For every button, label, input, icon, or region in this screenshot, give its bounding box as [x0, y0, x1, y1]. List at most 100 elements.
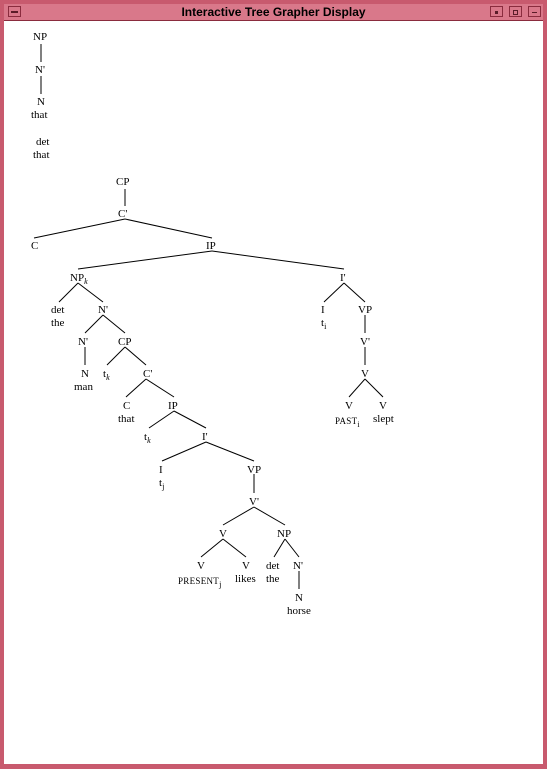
trace-t-k-2-label: t	[144, 431, 148, 443]
node-vbar-2[interactable]: V'	[249, 496, 259, 508]
node-c-2[interactable]: C	[123, 400, 131, 412]
node-v-past[interactable]: V	[345, 400, 353, 412]
trace-t-k-label: t	[103, 368, 107, 380]
node-vp-1[interactable]: VP	[358, 304, 373, 316]
edge	[348, 378, 366, 398]
node-n-horse[interactable]: N	[295, 592, 303, 604]
word-likes[interactable]: likes	[235, 573, 256, 585]
edge	[253, 506, 286, 526]
trace-t-i-label: t	[321, 317, 325, 329]
edge	[84, 314, 104, 334]
edge	[77, 250, 213, 270]
word-that-3[interactable]: that	[118, 413, 135, 425]
edge	[148, 410, 175, 429]
edge	[124, 218, 213, 239]
close-icon	[532, 12, 537, 13]
trace-t-j-sub: j	[162, 482, 165, 491]
trace-t-k-2[interactable]: tk	[144, 431, 151, 445]
trace-t-j-label: t	[159, 477, 163, 489]
node-ibar-2[interactable]: I'	[202, 431, 208, 443]
word-slept[interactable]: slept	[373, 413, 394, 425]
trace-t-k[interactable]: tk	[103, 368, 110, 382]
edge	[145, 378, 175, 398]
minimize-icon	[495, 11, 498, 14]
trace-t-j[interactable]: tj	[159, 477, 165, 491]
menu-bar-icon	[11, 11, 18, 13]
edge	[77, 282, 104, 303]
node-v-1[interactable]: V	[361, 368, 369, 380]
word-man[interactable]: man	[74, 381, 93, 393]
title-bar[interactable]: Interactive Tree Grapher Display	[4, 4, 543, 21]
node-i-2[interactable]: I	[159, 464, 163, 476]
edge	[284, 538, 300, 558]
node-np-k[interactable]: NPk	[70, 272, 88, 286]
window-title: Interactive Tree Grapher Display	[181, 5, 366, 19]
node-ibar[interactable]: I'	[340, 272, 346, 284]
word-that-2[interactable]: that	[33, 149, 50, 161]
node-nbar[interactable]: N'	[35, 64, 45, 76]
word-the[interactable]: the	[51, 317, 65, 329]
edge	[273, 538, 286, 558]
edge	[222, 506, 255, 526]
minimize-button[interactable]	[490, 6, 503, 17]
node-np[interactable]: NP	[33, 31, 48, 43]
edge	[200, 538, 224, 558]
node-ip[interactable]: IP	[206, 240, 216, 252]
edge	[125, 378, 147, 398]
trace-t-k-2-sub: k	[147, 436, 151, 445]
word-that[interactable]: that	[31, 109, 48, 121]
tree-canvas: NP N' N that det that CP C' C IP NPk I' …	[4, 21, 543, 764]
edge	[323, 282, 345, 303]
node-v-present[interactable]: V	[197, 560, 205, 572]
trace-t-k-sub: k	[106, 373, 110, 382]
node-c[interactable]: C	[31, 240, 39, 252]
node-ip-2[interactable]: IP	[168, 400, 178, 412]
edge	[173, 410, 207, 429]
edge	[161, 441, 207, 462]
node-nbar-1[interactable]: N'	[98, 304, 108, 316]
node-vp-2[interactable]: VP	[247, 464, 262, 476]
maximize-button[interactable]	[509, 6, 522, 17]
node-det[interactable]: det	[36, 136, 50, 148]
node-vbar-1[interactable]: V'	[360, 336, 370, 348]
word-the-2[interactable]: the	[266, 573, 280, 585]
node-i[interactable]: I	[321, 304, 325, 316]
edge	[222, 538, 247, 558]
node-det-the[interactable]: det	[51, 304, 65, 316]
node-cbar[interactable]: C'	[118, 208, 128, 220]
tree-edges	[33, 44, 384, 589]
word-past[interactable]: PASTi	[335, 415, 360, 429]
edge	[211, 250, 345, 270]
edge	[343, 282, 366, 303]
node-v-slept[interactable]: V	[379, 400, 387, 412]
node-np-2[interactable]: NP	[277, 528, 292, 540]
node-v-likes[interactable]: V	[242, 560, 250, 572]
word-present[interactable]: PRESENTj	[178, 575, 222, 589]
trace-t-i[interactable]: ti	[321, 317, 327, 331]
node-n-man[interactable]: N	[81, 368, 89, 380]
word-present-sub: j	[219, 580, 222, 589]
node-nbar-2[interactable]: N'	[78, 336, 88, 348]
node-nbar-3[interactable]: N'	[293, 560, 303, 572]
node-np-k-label: NP	[70, 272, 85, 284]
window-menu-button[interactable]	[8, 6, 21, 17]
edge	[58, 282, 79, 303]
edge	[205, 441, 255, 462]
maximize-icon	[513, 10, 518, 15]
node-v-2[interactable]: V	[219, 528, 227, 540]
close-button[interactable]	[528, 6, 541, 17]
word-past-label: PAST	[335, 416, 358, 426]
node-n[interactable]: N	[37, 96, 45, 108]
node-det-2[interactable]: det	[266, 560, 280, 572]
word-present-label: PRESENT	[178, 576, 220, 586]
trace-t-i-sub: i	[324, 322, 327, 331]
word-horse[interactable]: horse	[287, 605, 311, 617]
node-cp[interactable]: CP	[116, 176, 130, 188]
edge	[102, 314, 126, 334]
node-cbar-2[interactable]: C'	[143, 368, 153, 380]
edge	[124, 346, 147, 366]
node-cp-2[interactable]: CP	[118, 336, 132, 348]
edge	[33, 218, 126, 239]
node-np-k-sub: k	[84, 277, 88, 286]
